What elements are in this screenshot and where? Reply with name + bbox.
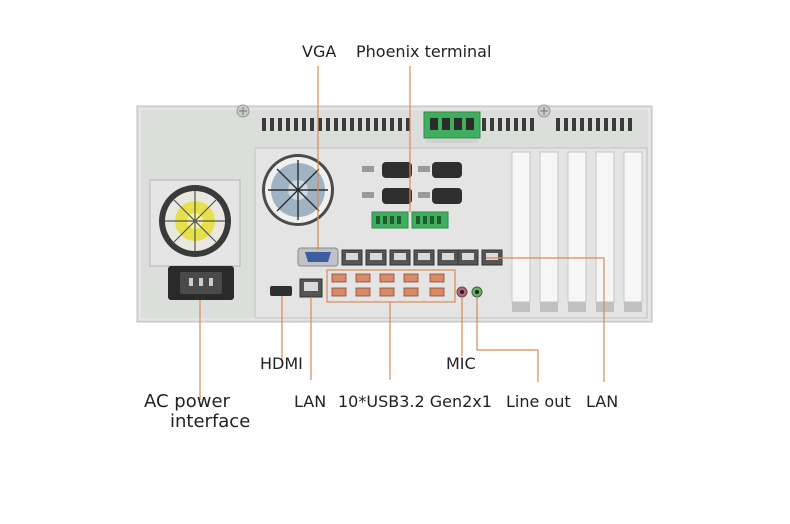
label-phoenix-terminal: Phoenix terminal (356, 42, 492, 61)
vga-port (297, 247, 339, 267)
label-ac-power-line1: AC power (144, 391, 230, 412)
label-hdmi: HDMI (260, 354, 303, 373)
green-terminal-blocks (371, 211, 449, 229)
power-supply (149, 179, 241, 300)
label-ac-power-line2: interface (170, 411, 251, 432)
label-mic: MIC (446, 354, 476, 373)
top-vent (262, 118, 632, 131)
label-lan-left: LAN (294, 392, 327, 411)
label-vga: VGA (302, 42, 337, 61)
com-ports (362, 162, 462, 204)
label-usb: 10*USB3.2 Gen2x1 (338, 392, 492, 411)
chassis-screws (236, 104, 551, 118)
system-fan (262, 154, 334, 226)
lan-right-leader (486, 257, 605, 382)
label-line-out: Line out (506, 392, 571, 411)
hdmi-port (270, 286, 292, 296)
phoenix-terminal-top (423, 111, 481, 143)
usb-ports (331, 273, 445, 297)
label-lan-right: LAN (586, 392, 619, 411)
line-out-leader (476, 297, 539, 382)
